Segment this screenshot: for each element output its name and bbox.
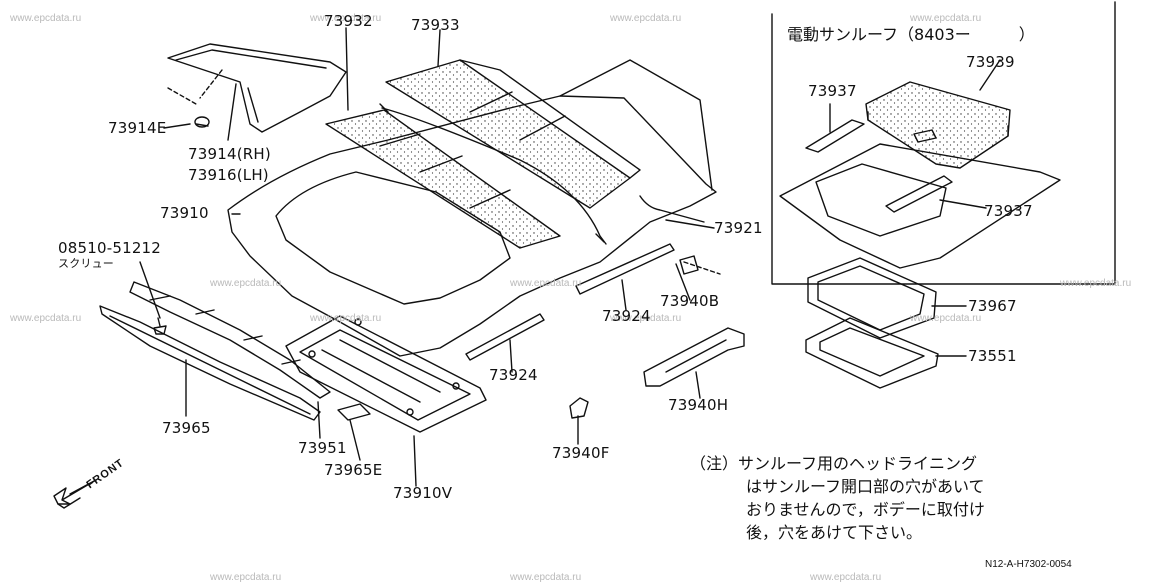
note-line-1: （注）サンルーフ用のヘッドライニング	[690, 454, 978, 473]
part-label-73965e: 73965E	[324, 461, 383, 479]
inset-frame	[771, 1, 1116, 285]
watermark: www.epcdata.ru	[10, 313, 82, 324]
part-label-73951: 73951	[298, 439, 347, 457]
part-label-73551: 73551	[968, 347, 1017, 365]
strip-73924-right	[575, 243, 675, 295]
trim-73965	[99, 305, 321, 421]
note-line-3: おりませんので，ボデーに取付け	[746, 500, 985, 519]
watermark: www.epcdata.ru	[210, 278, 282, 289]
inset-frame-73551	[805, 317, 939, 389]
part-label-screw-name: スクリュー	[58, 257, 114, 270]
watermark: www.epcdata.ru	[510, 572, 582, 583]
watermark: www.epcdata.ru	[1060, 278, 1132, 289]
watermark: www.epcdata.ru	[310, 313, 382, 324]
part-label-73940h: 73940H	[668, 396, 729, 414]
watermark: www.epcdata.ru	[810, 572, 882, 583]
part-label-73932: 73932	[324, 12, 373, 30]
part-label-73937-lower: 73937	[984, 202, 1033, 220]
inset-headliner	[779, 143, 1061, 269]
part-label-73937-upper: 73937	[808, 82, 857, 100]
inset-title: 電動サンルーフ（8403ー ）	[787, 25, 1035, 44]
watermark: www.epcdata.ru	[510, 278, 582, 289]
part-label-73924-left: 73924	[489, 366, 538, 384]
part-label-73914rh: 73914(RH)	[188, 145, 271, 163]
part-label-73965: 73965	[162, 419, 211, 437]
note-line-4: 後，穴をあけて下さい。	[746, 523, 923, 542]
part-label-73940b: 73940B	[660, 292, 720, 310]
part-label-73933: 73933	[411, 16, 460, 34]
visor-clip-73914e	[194, 116, 210, 128]
watermark: www.epcdata.ru	[210, 572, 282, 583]
part-label-73910v: 73910V	[393, 484, 453, 502]
part-label-73910: 73910	[160, 204, 209, 222]
part-label-73916lh: 73916(LH)	[188, 166, 269, 184]
inset-frame-73967	[807, 257, 937, 339]
strip-73924-left	[465, 313, 545, 361]
bracket-73940h	[643, 327, 745, 387]
part-label-73940f: 73940F	[552, 444, 610, 462]
clip-73965e	[337, 403, 371, 421]
watermark: www.epcdata.ru	[910, 313, 982, 324]
watermark: www.epcdata.ru	[10, 13, 82, 24]
wire-73921	[381, 107, 607, 245]
watermark: www.epcdata.ru	[610, 13, 682, 24]
clip-73940f	[569, 397, 589, 419]
screw-08510	[153, 317, 167, 335]
inset-trim-73937-upper	[805, 119, 865, 153]
inset-trim-73937-lower	[885, 175, 953, 213]
trim-73951	[129, 281, 331, 399]
inset-panel-73939	[865, 81, 1011, 169]
part-label-73939: 73939	[966, 53, 1015, 71]
document-id: N12-A-H7302-0054	[985, 559, 1072, 570]
part-label-73914e: 73914E	[108, 119, 167, 137]
part-label-73924-right: 73924	[602, 307, 651, 325]
sun-visor-73914	[167, 43, 347, 133]
watermark: www.epcdata.ru	[610, 313, 682, 324]
part-label-screw-code: 08510-51212	[58, 239, 162, 257]
installation-note: （注）サンルーフ用のヘッドライニング はサンルーフ開口部の穴があいて おりません…	[690, 452, 1050, 544]
console-73910v	[285, 315, 487, 433]
clip-73940b	[679, 255, 699, 275]
watermark: www.epcdata.ru	[310, 13, 382, 24]
note-line-2: はサンルーフ開口部の穴があいて	[746, 477, 985, 496]
part-label-73967: 73967	[968, 297, 1017, 315]
watermark: www.epcdata.ru	[910, 13, 982, 24]
part-label-73921: 73921	[714, 219, 763, 237]
